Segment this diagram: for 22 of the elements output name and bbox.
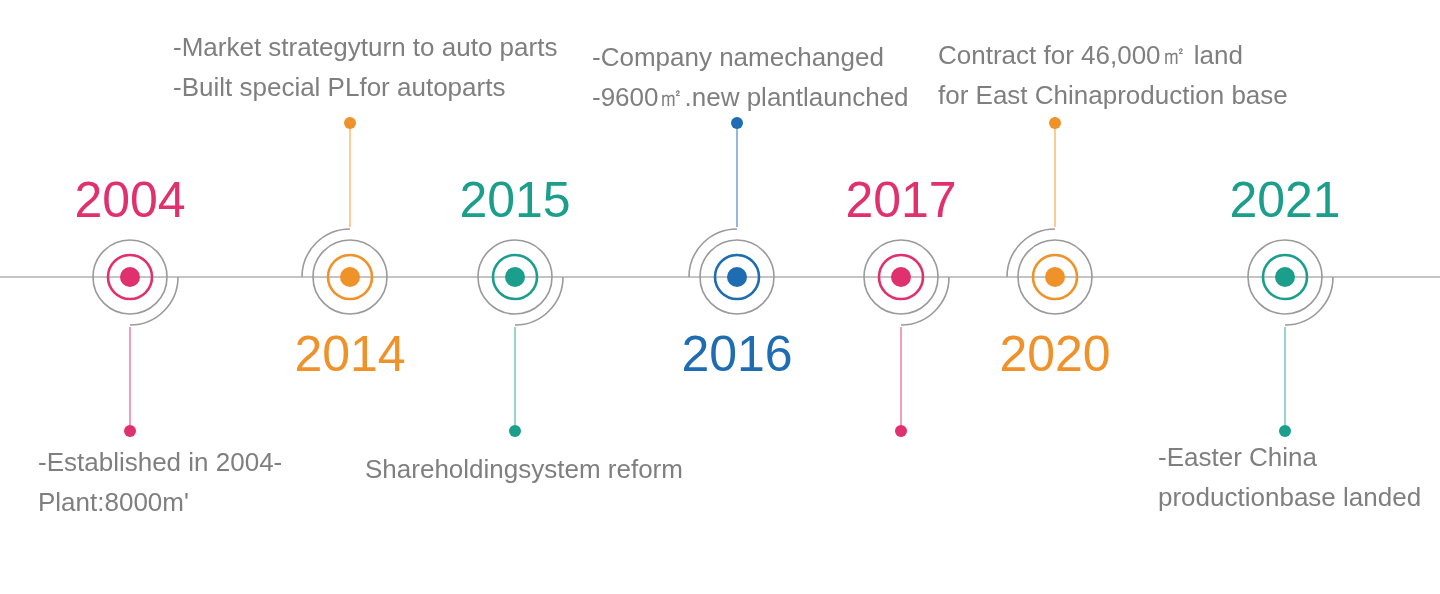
year-label: 2015	[459, 173, 571, 227]
year-label: 2021	[1229, 173, 1341, 227]
leader-line	[344, 116, 356, 228]
milestone-text: -Market strategyturn to auto parts	[173, 31, 558, 64]
leader-line	[1049, 116, 1061, 228]
milestone-text: -Easter China productionbase landed	[1158, 441, 1422, 514]
leader-line	[509, 326, 521, 438]
milestone-text: Contract for 46,000㎡ land for East Chinaproduction base	[938, 39, 1288, 112]
year-label: 2004	[74, 173, 186, 227]
year-label: 2017	[845, 173, 957, 227]
year-label: 2014	[294, 327, 406, 381]
leader-line	[895, 326, 907, 438]
leader-line	[124, 326, 136, 438]
leader-line	[1279, 326, 1291, 438]
milestone-text: Shareholdingsystem reform	[365, 453, 683, 486]
year-label: 2020	[999, 327, 1111, 381]
milestone-text: -Company namechanged	[592, 41, 885, 74]
milestone-text: -Built special PLfor autoparts	[173, 71, 507, 104]
year-label: 2016	[681, 327, 793, 381]
milestone-text: -9600㎡.new plantlaunched	[592, 81, 909, 114]
milestone-text: -Established in 2004- Plant:8000m'	[38, 446, 283, 519]
leader-line	[731, 116, 743, 228]
